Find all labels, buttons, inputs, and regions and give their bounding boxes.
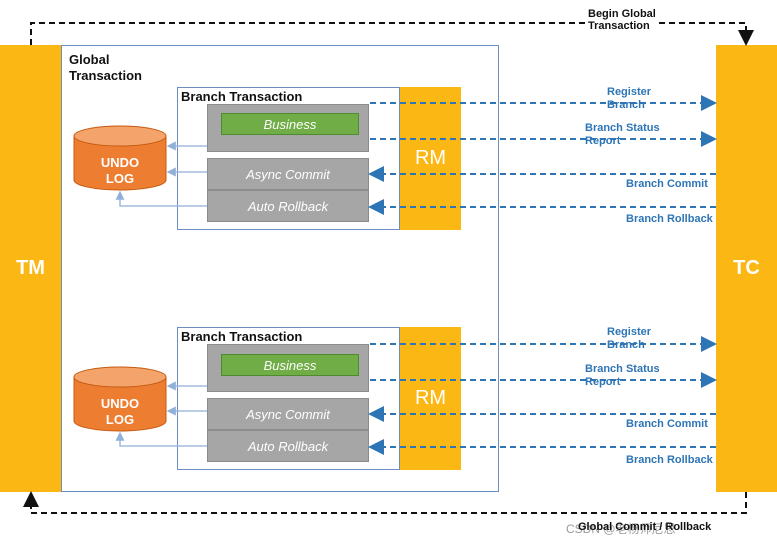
branch-rollback-label-2: Branch Rollback — [626, 454, 713, 466]
undo-log-cylinder-1 — [73, 125, 167, 191]
branch-commit-label-2: Branch Commit — [626, 418, 708, 430]
auto-rollback-to-undo-arrow-2 — [115, 431, 207, 447]
async-commit-step-1: Async Commit — [207, 158, 369, 190]
auto-rollback-to-undo-arrow-1 — [115, 190, 207, 207]
business-step-1: Business — [221, 113, 359, 135]
business-step-2: Business — [221, 354, 359, 376]
begin-global-arrow — [30, 22, 754, 46]
tm-label: TM — [16, 257, 45, 279]
tc-bar: TC — [716, 45, 777, 492]
tm-bar: TM — [0, 45, 61, 492]
global-commit-rollback-label: Global Commit / Rollback — [578, 521, 712, 533]
watermark: CSDN @老杨师尼思 — [566, 522, 676, 536]
global-transaction-title: Global Transaction — [69, 52, 142, 83]
branch-transaction-title-2: Branch Transaction — [181, 329, 303, 344]
branch-commit-label-1: Branch Commit — [626, 178, 708, 190]
rm-label-1: RM — [414, 147, 447, 169]
undo-log-label-2: UNDO LOG — [100, 396, 140, 427]
register-branch-label-2: Register Branch — [607, 326, 652, 351]
rm-label-2: RM — [414, 387, 447, 409]
branch-status-report-label-1: Branch Status Report — [585, 122, 660, 147]
async-commit-step-2: Async Commit — [207, 398, 369, 430]
branch-rollback-label-1: Branch Rollback — [626, 213, 713, 225]
begin-global-label: Begin Global Transaction — [588, 8, 656, 32]
branch-transaction-title-1: Branch Transaction — [181, 89, 303, 104]
undo-log-label-1: UNDO LOG — [100, 155, 140, 186]
auto-rollback-step-2: Auto Rollback — [207, 430, 369, 462]
global-commit-rollback-arrow — [23, 491, 747, 514]
undo-log-cylinder-2 — [73, 366, 167, 432]
register-branch-label-1: Register Branch — [607, 86, 652, 111]
branch-status-report-label-2: Branch Status Report — [585, 363, 660, 388]
tc-label: TC — [733, 257, 760, 279]
auto-rollback-step-1: Auto Rollback — [207, 190, 369, 222]
